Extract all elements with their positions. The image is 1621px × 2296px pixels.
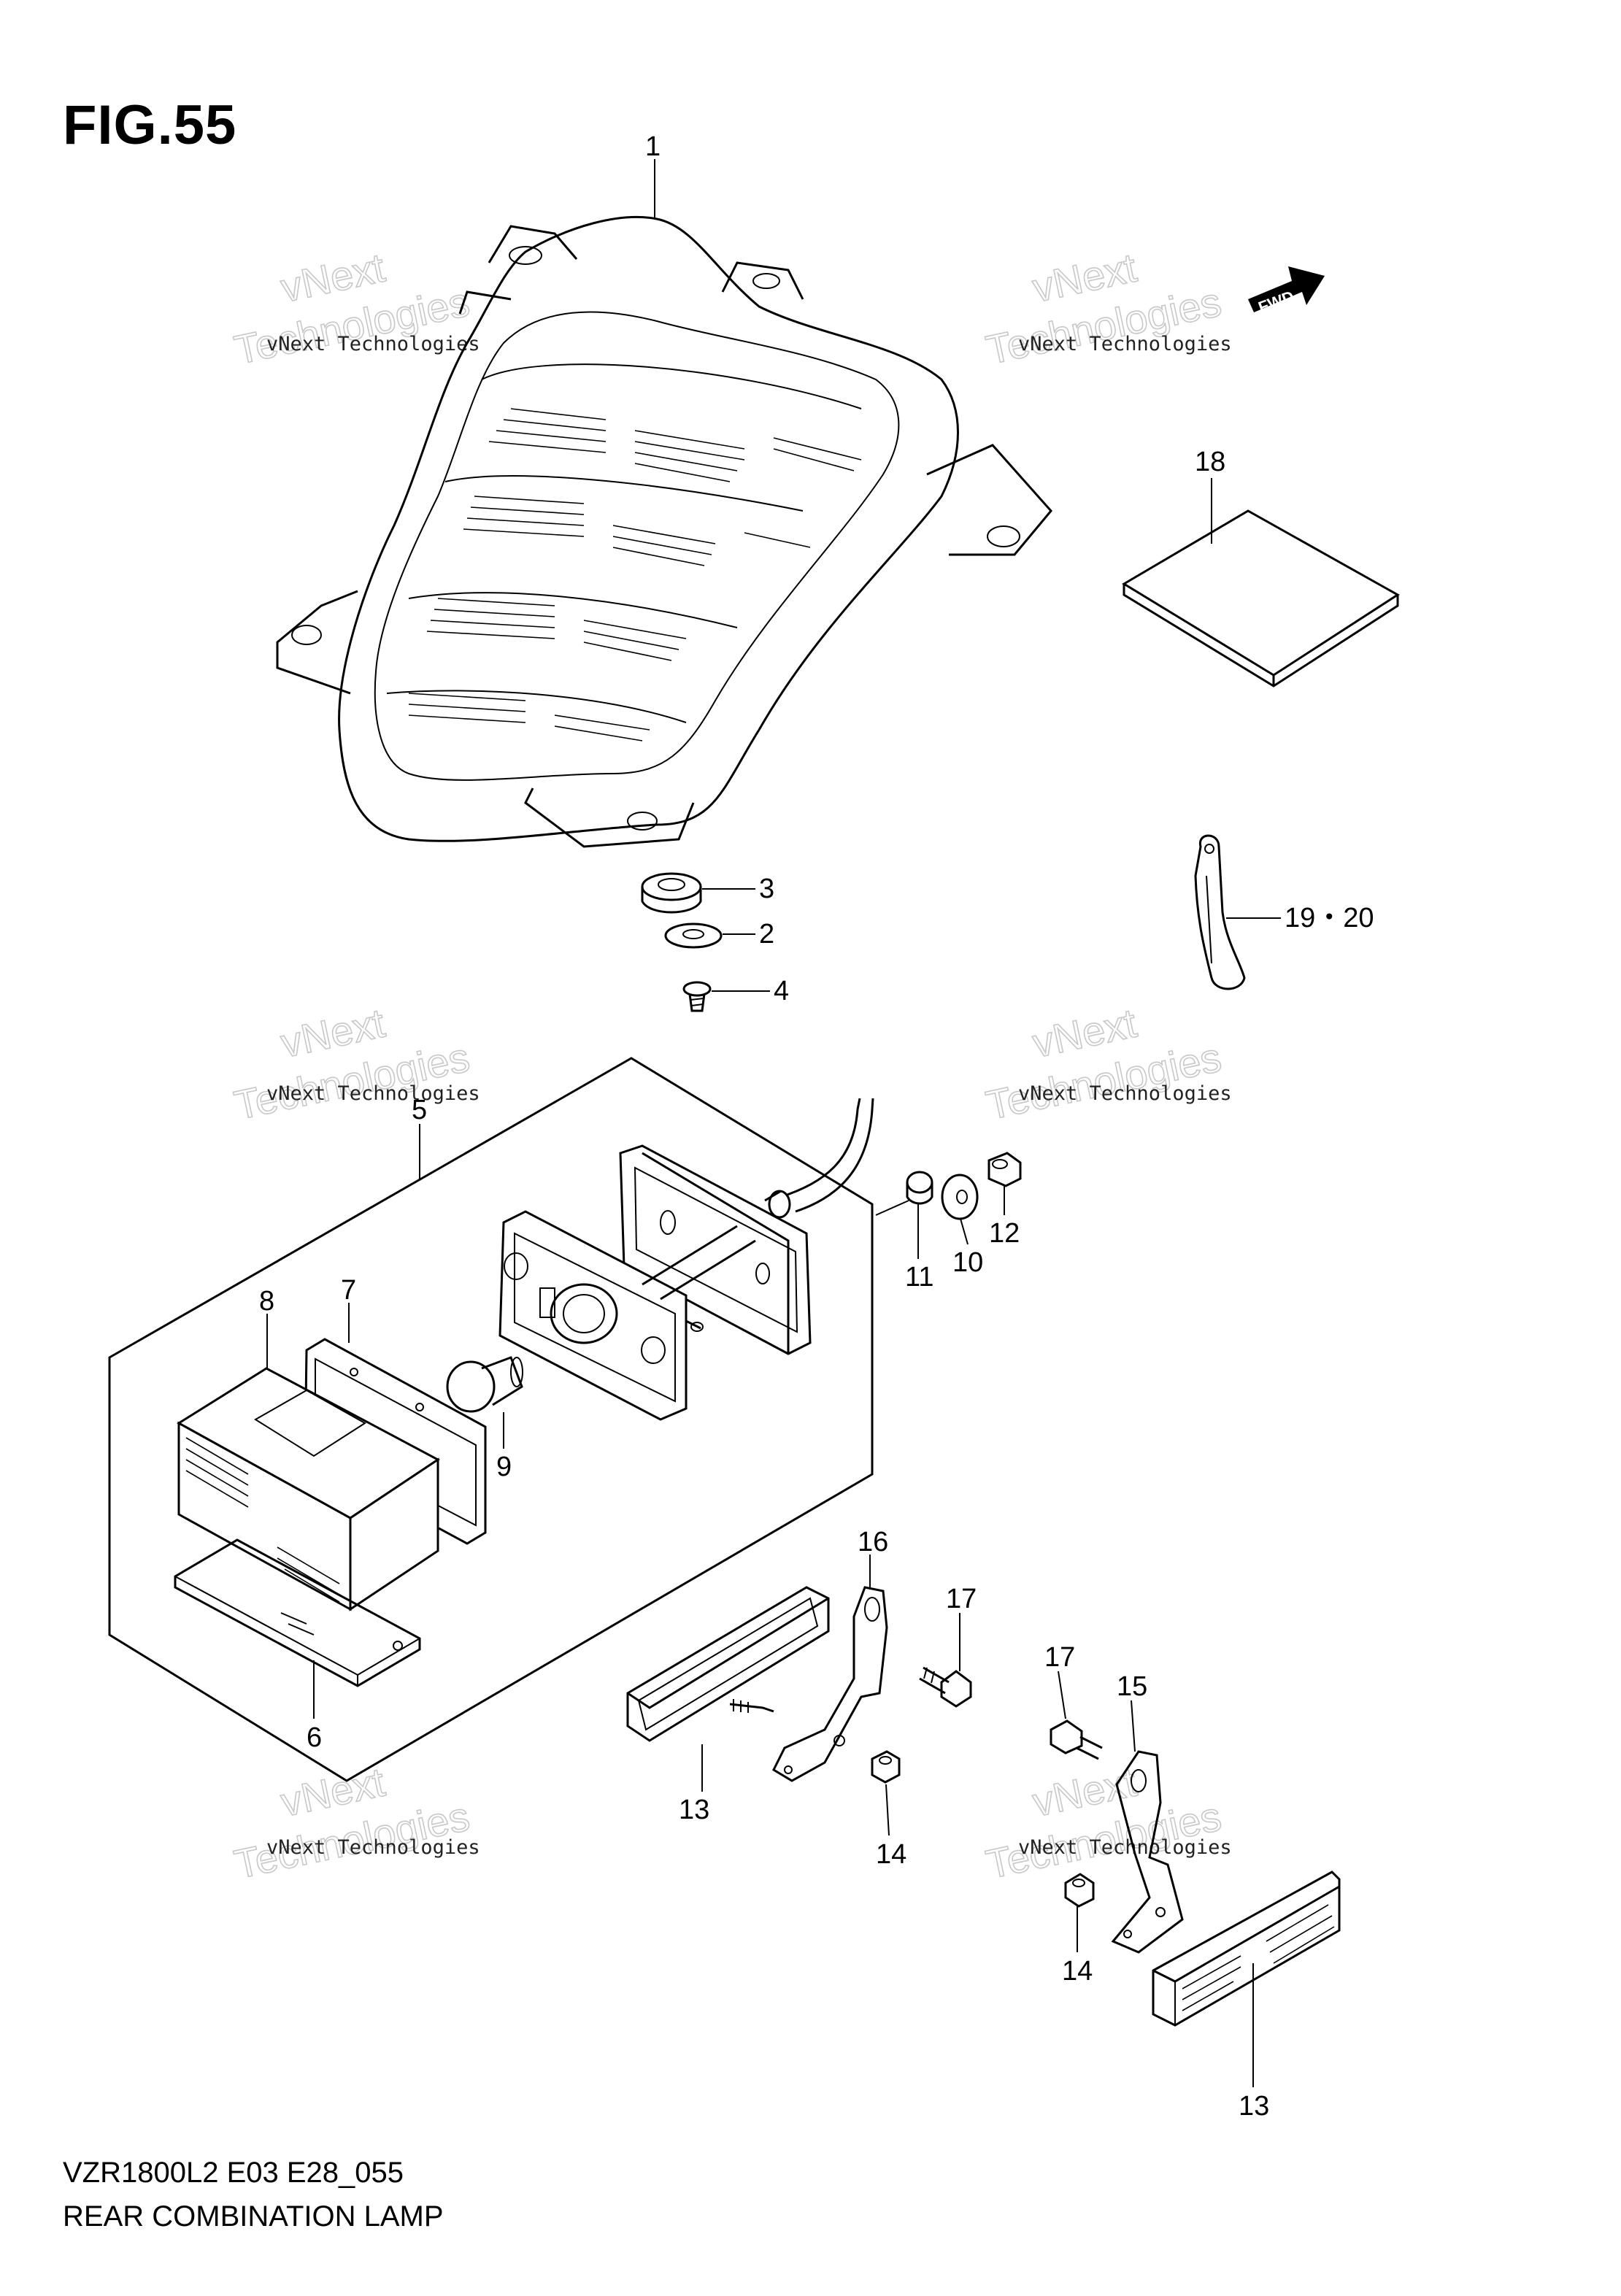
callout-2: 2 xyxy=(759,919,774,949)
part-4-screw xyxy=(682,981,712,1012)
callout-15: 15 xyxy=(1117,1671,1147,1702)
socket-base-plate xyxy=(619,1098,874,1355)
forward-direction-badge: FWD xyxy=(1248,266,1325,317)
callout-3: 3 xyxy=(759,874,774,904)
callout-17-left: 17 xyxy=(946,1584,977,1614)
figure-title: FIG.55 xyxy=(63,94,237,156)
part-10-washer xyxy=(941,1174,979,1220)
watermark-text: vNext Technologies xyxy=(266,333,480,355)
callout-13-right: 13 xyxy=(1239,2091,1269,2122)
callout-10: 10 xyxy=(952,1247,983,1278)
callout-9: 9 xyxy=(496,1452,512,1482)
callout-4: 4 xyxy=(774,976,789,1006)
left-reflector-assembly xyxy=(626,1586,901,1784)
watermark-text: vNext Technologies xyxy=(266,1836,480,1859)
watermark-text: vNext Technologies xyxy=(1018,1836,1232,1859)
watermark-text: vNext Technologies xyxy=(1018,333,1232,355)
right-reflector-assembly xyxy=(1050,1719,1341,2027)
callout-14-right: 14 xyxy=(1062,1956,1093,1987)
model-code: VZR1800L2 E03 E28_055 xyxy=(63,2157,404,2189)
watermark-text: vNext Technologies xyxy=(266,1082,480,1105)
part-6-plate xyxy=(174,1538,421,1687)
callout-13-left: 13 xyxy=(679,1795,709,1825)
diagram-name: REAR COMBINATION LAMP xyxy=(63,2200,444,2233)
callout-1: 1 xyxy=(645,131,661,162)
part-3-grommet xyxy=(641,872,702,914)
callout-16: 16 xyxy=(858,1527,888,1557)
callout-17-right: 17 xyxy=(1044,1642,1075,1673)
part-9-bulb xyxy=(446,1356,523,1413)
part-12-nut xyxy=(987,1152,1022,1187)
watermark-text: vNext Technologies xyxy=(1018,1082,1232,1105)
part-8-lens xyxy=(177,1367,440,1611)
callout-12: 12 xyxy=(989,1218,1020,1249)
callout-5: 5 xyxy=(412,1095,427,1125)
part-5-assembly-box xyxy=(108,1057,874,1782)
callout-11: 11 xyxy=(905,1262,933,1293)
callout-19-20: 19・20 xyxy=(1285,903,1374,933)
tail-lamp-housing xyxy=(276,216,1052,848)
callout-8: 8 xyxy=(259,1286,274,1317)
part-17-bolt-left xyxy=(919,1666,972,1708)
callout-14-left: 14 xyxy=(876,1839,906,1870)
callout-labels: 1 3 2 4 18 19・20 5 11 10 12 7 8 9 6 16 1… xyxy=(259,131,1374,2122)
callout-6: 6 xyxy=(307,1722,322,1753)
part-2-washer xyxy=(664,922,723,949)
leader-lines xyxy=(266,159,1281,2087)
part-11-collar xyxy=(906,1171,933,1205)
callout-7: 7 xyxy=(341,1275,356,1306)
part-18-label-sheet xyxy=(1122,509,1400,687)
callout-18: 18 xyxy=(1195,447,1225,477)
reflector-pattern xyxy=(1182,1904,1335,2011)
socket-assembly xyxy=(498,1210,756,1421)
part-19-20-clip xyxy=(1194,834,1246,990)
lens-reflector-pattern xyxy=(185,1437,340,1603)
fwd-label: FWD xyxy=(1256,287,1297,317)
lens-louvers xyxy=(408,408,862,741)
